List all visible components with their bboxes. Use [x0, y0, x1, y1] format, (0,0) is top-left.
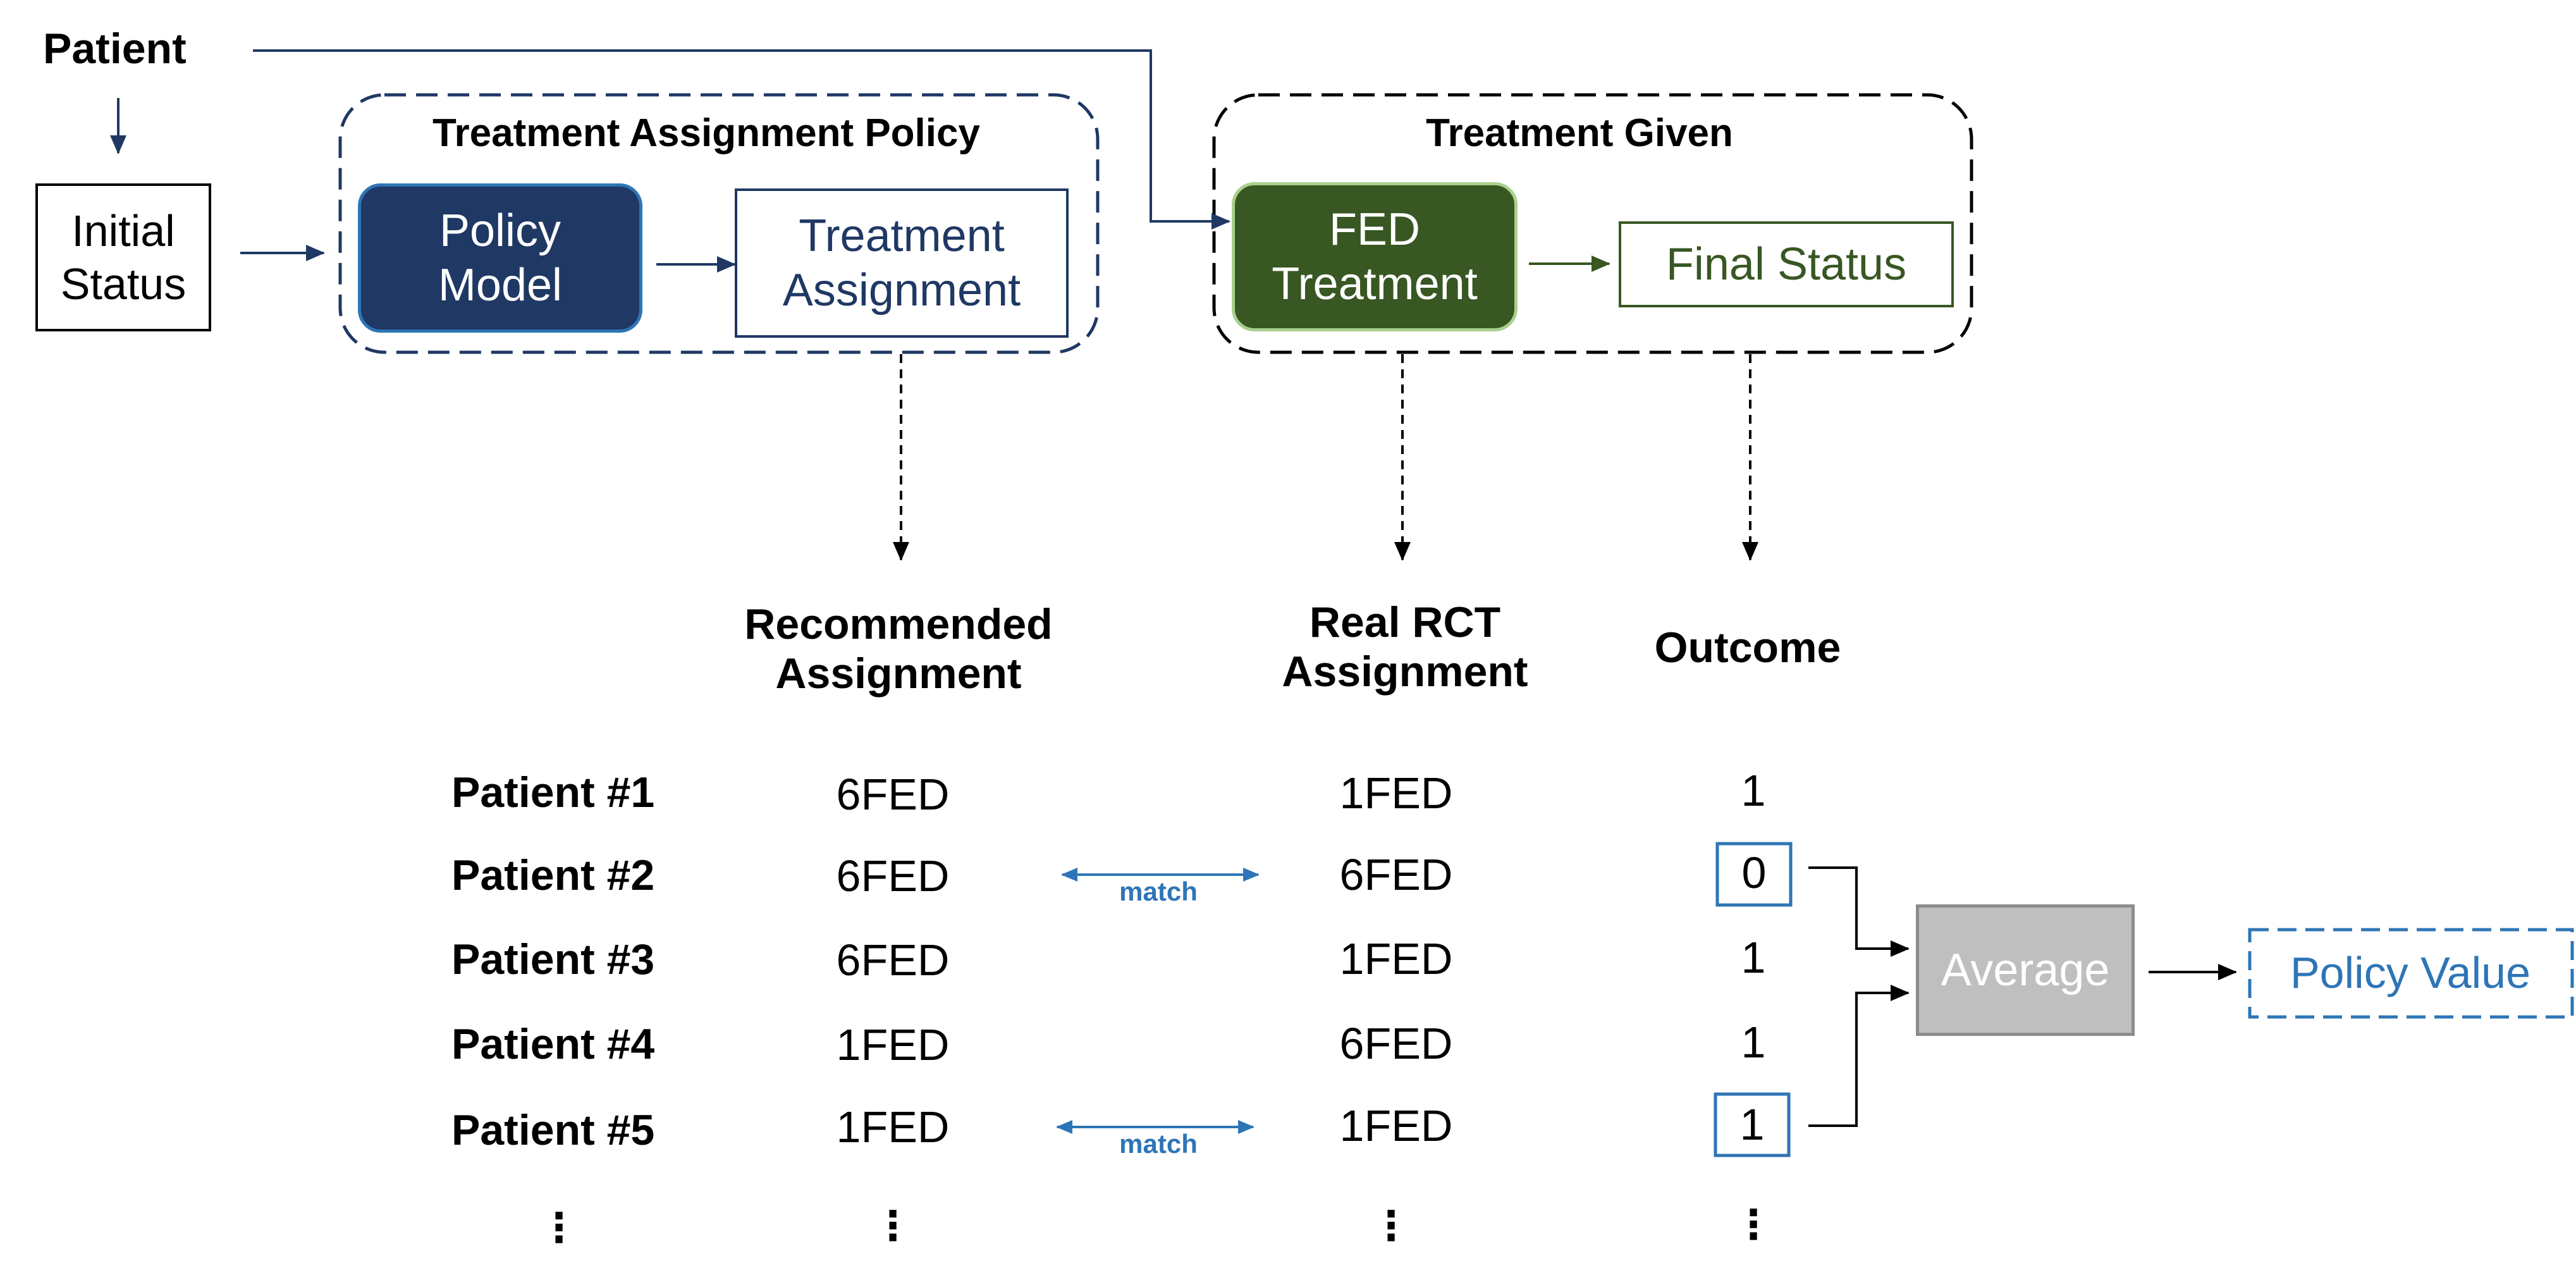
row-2-real: 6FED — [1339, 850, 1453, 899]
average-label: Average — [1941, 945, 2110, 995]
policy-value-frame — [2248, 928, 2574, 1019]
initial-status-label: Initial Status — [60, 206, 187, 309]
fed-treatment-label: FED Treatment — [1272, 204, 1478, 309]
policy-group-title: Treatment Assignment Policy — [432, 111, 980, 155]
initial-status-box: Initial Status — [35, 183, 211, 331]
column-header-outcome: Outcome — [1654, 624, 1841, 672]
match-label-row-2: match — [1119, 877, 1198, 906]
match-label-row-5: match — [1119, 1129, 1198, 1159]
patient-to-fed-arrow — [253, 49, 1230, 230]
row-4-outcome: 1 — [1741, 1018, 1766, 1067]
ellipsis-recommended: ⋮ — [873, 1203, 913, 1248]
row-1-patient: Patient #1 — [451, 768, 655, 816]
policy-value-label: Policy Value — [2290, 948, 2531, 997]
row-1-recommended: 6FED — [836, 770, 950, 819]
given-group-title: Treatment Given — [1426, 111, 1733, 155]
row-3-recommended: 6FED — [836, 935, 950, 985]
row-5-recommended: 1FED — [836, 1102, 950, 1152]
row-4-real: 6FED — [1339, 1019, 1453, 1068]
treatment-assignment-box: Treatment Assignment — [735, 188, 1069, 338]
row-5-patient: Patient #5 — [451, 1106, 655, 1154]
policy-model-label: Policy Model — [438, 205, 563, 311]
ellipsis-real: ⋮ — [1371, 1203, 1411, 1248]
row-4-recommended: 1FED — [836, 1020, 950, 1069]
given-group-frame — [1212, 93, 1973, 354]
average-box: Average — [1916, 904, 2135, 1036]
row-3-outcome: 1 — [1741, 933, 1766, 982]
patient-label: Patient — [43, 25, 187, 73]
outcome-highlight-row-5 — [1714, 1092, 1791, 1157]
row-1-real: 1FED — [1339, 768, 1453, 818]
fed-treatment-box: FED Treatment — [1232, 182, 1518, 331]
column-header-recommended: Recommended Assignment — [744, 600, 1053, 698]
final-status-box: Final Status — [1619, 221, 1954, 307]
row-2-patient: Patient #2 — [451, 851, 655, 899]
ellipsis-outcome: ⋮ — [1733, 1202, 1774, 1247]
row-5-outcome: 1 — [1739, 1100, 1765, 1149]
outcome-highlight-row-2 — [1715, 842, 1793, 907]
treatment-assignment-label: Treatment Assignment — [782, 210, 1021, 316]
ellipsis-patient: ⋮ — [539, 1205, 579, 1250]
policy-group-frame — [338, 93, 1100, 354]
row-3-real: 1FED — [1339, 934, 1453, 983]
final-status-label: Final Status — [1665, 239, 1907, 290]
outcome5-to-average-arrow — [1808, 985, 1910, 1127]
row-2-recommended: 6FED — [836, 851, 950, 901]
row-2-outcome: 0 — [1741, 848, 1767, 897]
outcome2-to-average-arrow — [1808, 866, 1910, 957]
row-3-patient: Patient #3 — [451, 935, 655, 983]
row-1-outcome: 1 — [1741, 766, 1766, 815]
row-4-patient: Patient #4 — [451, 1020, 655, 1068]
row-5-real: 1FED — [1339, 1101, 1453, 1150]
policy-model-box: Policy Model — [358, 183, 642, 333]
column-header-real: Real RCT Assignment — [1282, 598, 1528, 696]
